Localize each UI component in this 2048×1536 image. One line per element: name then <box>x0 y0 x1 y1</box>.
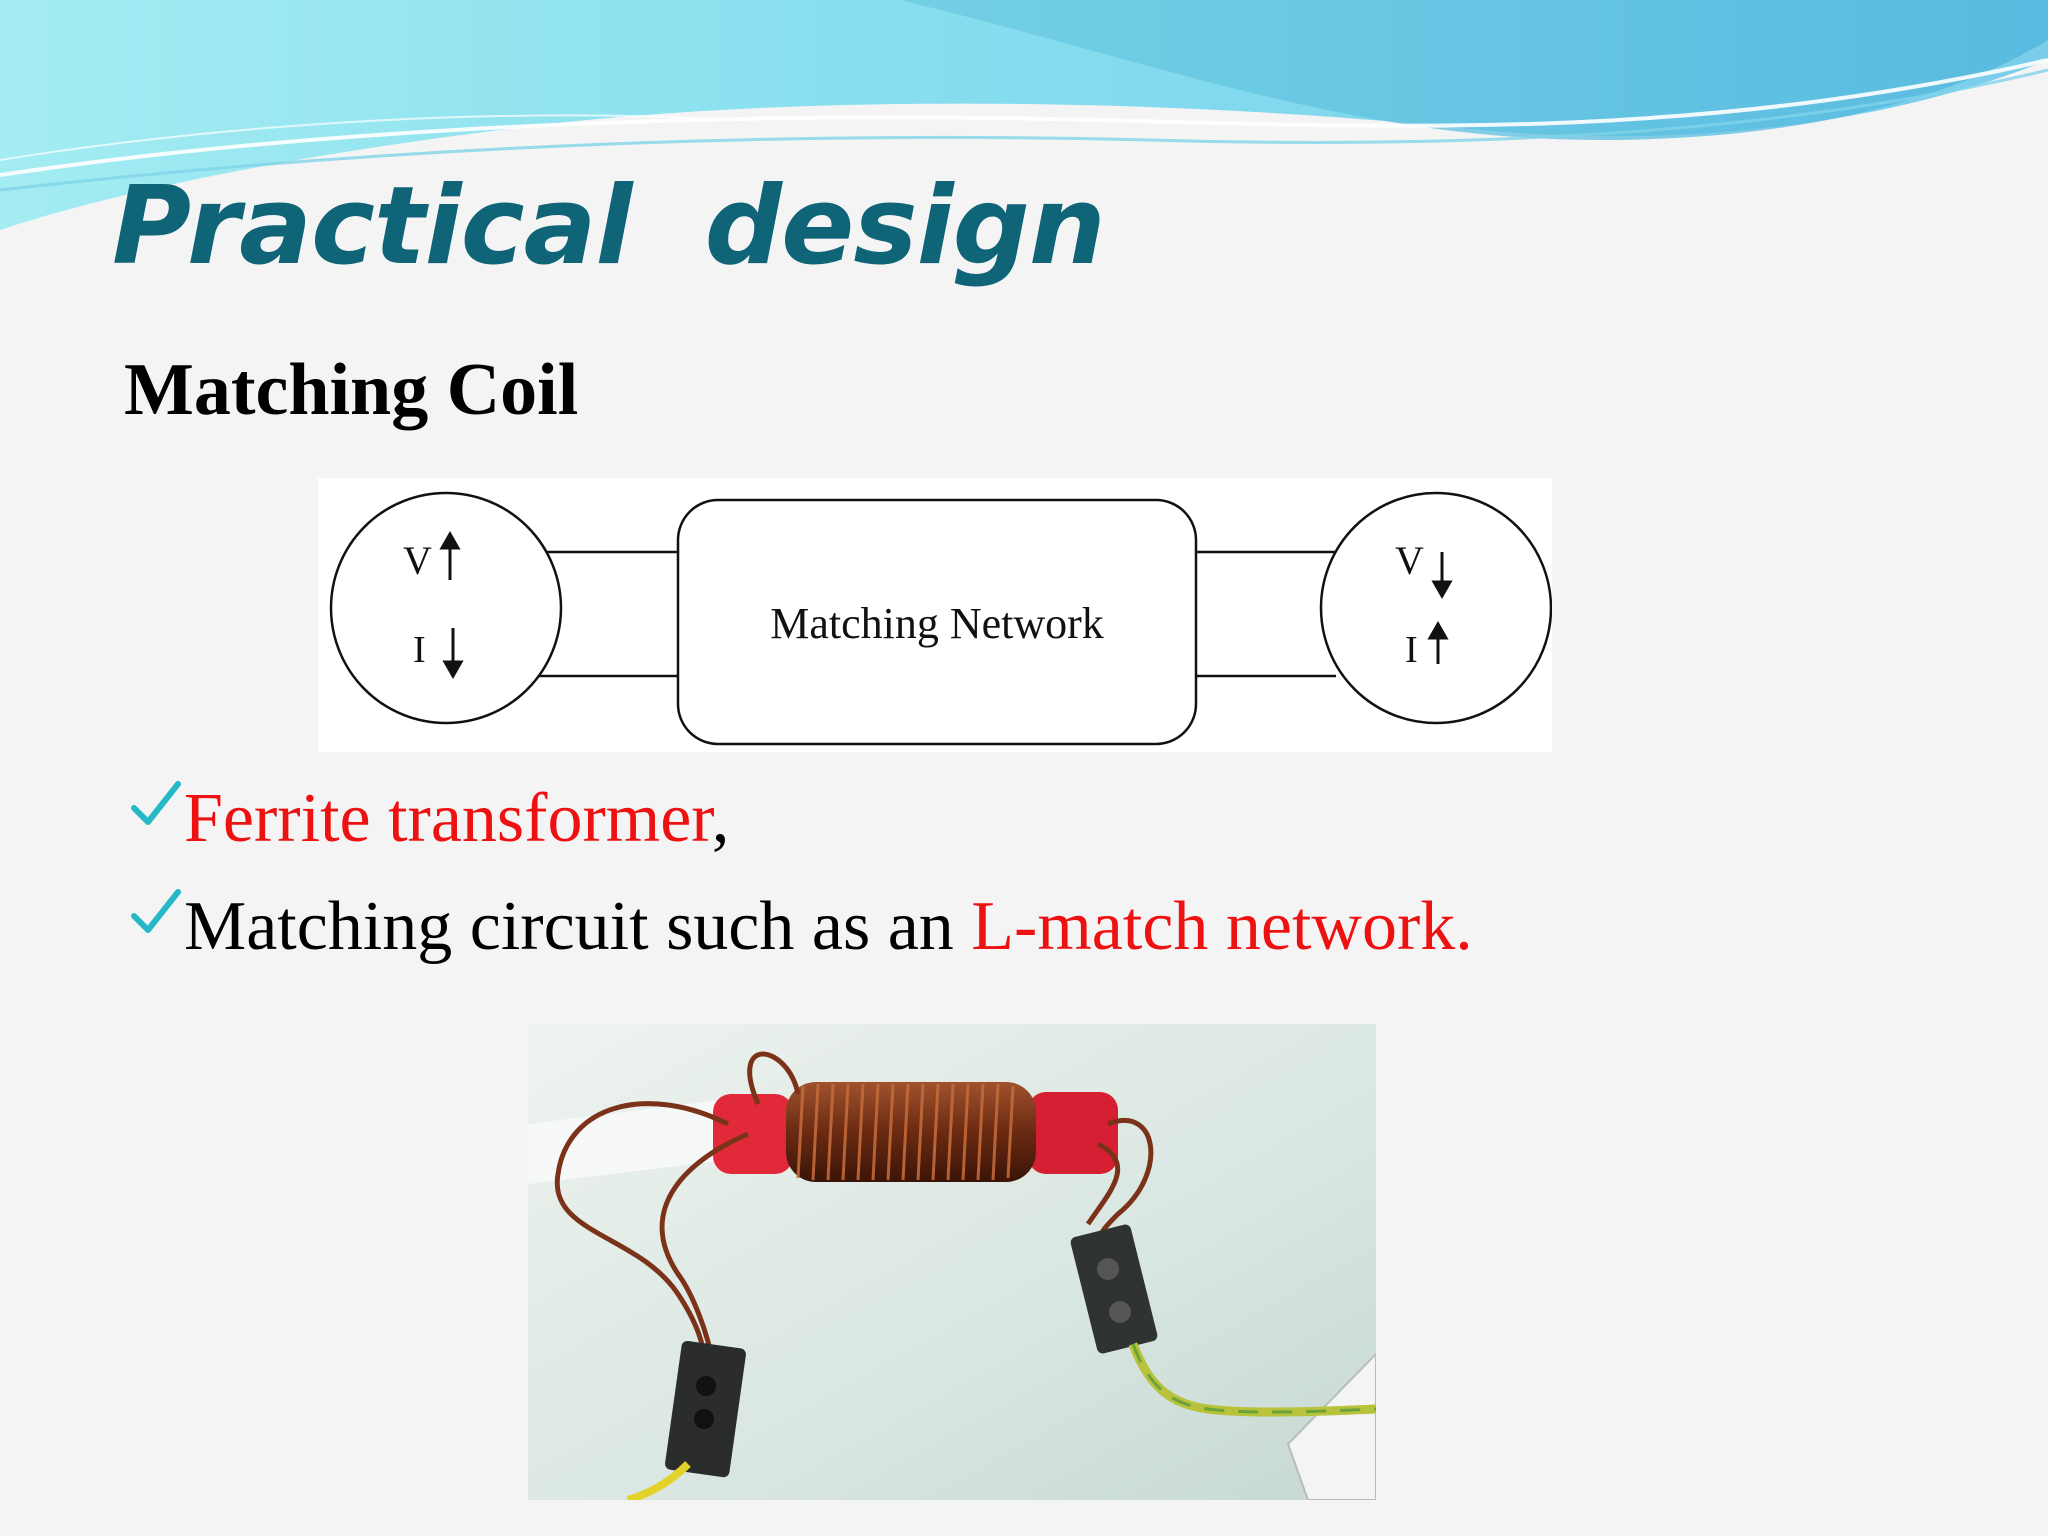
right-node-circle <box>1319 491 1552 725</box>
right-i-label: I <box>1405 629 1418 671</box>
check-icon <box>128 774 184 834</box>
matching-network-box <box>676 498 1198 746</box>
bullet-text-comma: , <box>711 780 730 857</box>
check-icon <box>128 882 184 942</box>
right-v-label: V <box>1395 538 1424 583</box>
header-wave-decoration <box>0 0 2048 230</box>
bullet-ferrite-transformer: Ferrite transformer, <box>128 780 729 857</box>
slide-subtitle: Matching Coil <box>124 349 579 431</box>
left-node-circle <box>329 491 563 725</box>
bullet-text-black: Matching circuit such as an <box>184 888 972 965</box>
slide-title: Practical design <box>112 164 1106 289</box>
matching-network-diagram: V I V I Matching Network <box>318 478 1552 752</box>
left-v-label: V <box>403 538 432 583</box>
bullet-text-red: Ferrite transformer <box>184 780 712 857</box>
coil-photo <box>528 1024 1376 1500</box>
center-label: Matching Network <box>770 599 1104 648</box>
left-i-label: I <box>413 629 426 671</box>
bullet-text-red: L-match network. <box>971 888 1473 965</box>
bullet-matching-circuit: Matching circuit such as an L-match netw… <box>128 888 1473 965</box>
